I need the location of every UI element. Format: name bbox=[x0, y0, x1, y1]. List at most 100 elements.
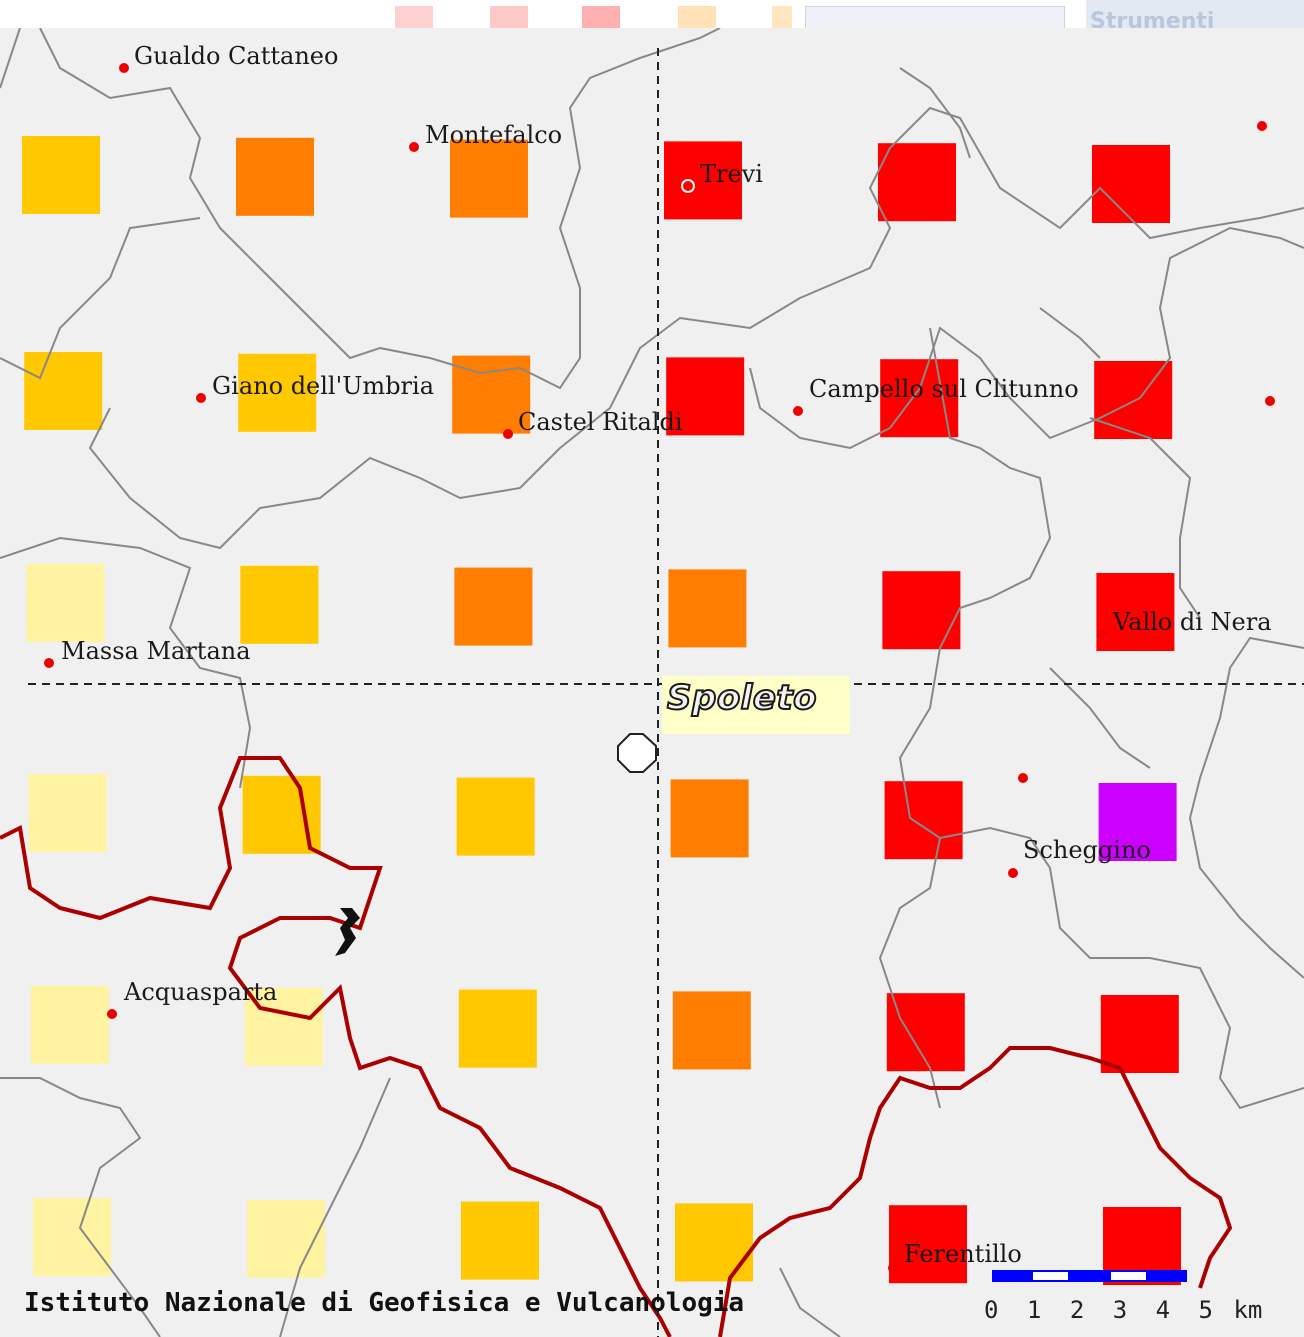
region-border-line bbox=[0, 756, 672, 1337]
boundary-line bbox=[899, 67, 971, 159]
toolbar-thumb bbox=[490, 6, 528, 28]
scale-unit: km bbox=[1233, 1296, 1263, 1324]
town-label-trevi: Trevi bbox=[700, 160, 763, 188]
town-dot bbox=[888, 1263, 898, 1273]
toolbar-thumb bbox=[772, 6, 792, 28]
town-dot bbox=[1257, 121, 1267, 131]
map-layer bbox=[0, 28, 1304, 1337]
town-label-vallo-di-nera: Vallo di Nera bbox=[1113, 608, 1272, 636]
scale-tick: 3 bbox=[1112, 1296, 1128, 1324]
hazard-cell[interactable] bbox=[247, 1199, 325, 1278]
town-dot bbox=[409, 142, 419, 152]
scale-tick: 2 bbox=[1069, 1296, 1085, 1324]
hazard-cell[interactable] bbox=[30, 986, 109, 1064]
municipal-boundaries bbox=[0, 28, 1304, 1337]
town-dot bbox=[1265, 396, 1275, 406]
scale-segment bbox=[992, 1270, 1031, 1282]
town-dot bbox=[503, 429, 513, 439]
town-dot bbox=[196, 393, 206, 403]
boundary-line bbox=[1049, 667, 1151, 769]
boundary-line bbox=[279, 1077, 391, 1337]
city-label-background bbox=[662, 676, 850, 734]
hazard-cell[interactable] bbox=[1096, 573, 1175, 651]
town-dot bbox=[119, 63, 129, 73]
town-label-castel-ritaldi: Castel Ritaldi bbox=[518, 408, 683, 436]
boundary-line bbox=[0, 28, 21, 89]
town-dot bbox=[793, 406, 803, 416]
town-dot bbox=[1097, 629, 1107, 639]
hazard-cell[interactable] bbox=[33, 1198, 111, 1276]
hazard-cell[interactable] bbox=[461, 1201, 539, 1280]
boundary-line bbox=[939, 826, 1304, 1110]
scale-tick: 0 bbox=[984, 1296, 999, 1324]
town-dot bbox=[681, 179, 695, 193]
hazard-cell[interactable] bbox=[886, 993, 965, 1072]
hazard-cell[interactable] bbox=[244, 987, 323, 1066]
hazard-cell[interactable] bbox=[450, 139, 528, 218]
hazard-cell[interactable] bbox=[664, 141, 742, 220]
hazard-cell[interactable] bbox=[889, 1205, 967, 1284]
hazard-cell[interactable] bbox=[22, 136, 100, 214]
scale-segment bbox=[1109, 1270, 1148, 1282]
region-border-line bbox=[718, 1046, 1233, 1337]
hazard-cell[interactable] bbox=[236, 137, 314, 216]
town-label-acquasparta: Acquasparta bbox=[124, 978, 278, 1006]
toolbar-thumb bbox=[678, 6, 716, 28]
hazard-cell[interactable] bbox=[24, 352, 103, 430]
town-label-campello: Campello sul Clitunno bbox=[809, 375, 1079, 403]
toolbar-overview bbox=[805, 6, 1065, 28]
hazard-cell[interactable] bbox=[28, 774, 107, 852]
hazard-cell[interactable] bbox=[882, 571, 961, 650]
hazard-cell[interactable] bbox=[1092, 145, 1170, 223]
hazard-cell[interactable] bbox=[670, 779, 749, 858]
hazard-cell[interactable] bbox=[672, 991, 751, 1070]
boundary-line bbox=[0, 536, 252, 789]
scale-tick: 5 bbox=[1198, 1296, 1213, 1324]
toolbar-thumb bbox=[395, 6, 433, 28]
hazard-cell[interactable] bbox=[878, 143, 956, 222]
seismic-hazard-map[interactable]: Gualdo Cattaneo Montefalco Trevi Giano d… bbox=[0, 28, 1304, 1337]
top-toolbar-strip: Strumenti bbox=[0, 0, 1304, 28]
boundary-line bbox=[749, 226, 1304, 450]
hazard-cell[interactable] bbox=[456, 777, 535, 856]
hazard-cell[interactable] bbox=[675, 1203, 753, 1282]
scale-segment bbox=[1031, 1270, 1070, 1282]
scale-tick: 1 bbox=[1026, 1296, 1042, 1324]
town-dot bbox=[107, 1009, 117, 1019]
boundary-line bbox=[1089, 417, 1201, 619]
boundary-line bbox=[878, 327, 1052, 1109]
tools-tab[interactable]: Strumenti bbox=[1086, 0, 1304, 28]
town-dot bbox=[1008, 868, 1018, 878]
scale-segment bbox=[1148, 1270, 1187, 1282]
town-label-montefalco: Montefalco bbox=[425, 121, 563, 149]
town-label-giano: Giano dell'Umbria bbox=[212, 372, 435, 400]
landmark-icon bbox=[335, 908, 360, 956]
hazard-cell[interactable] bbox=[884, 781, 963, 860]
epicenter-marker[interactable] bbox=[617, 733, 657, 773]
boundary-line bbox=[1039, 307, 1101, 359]
boundary-line bbox=[88, 106, 1304, 550]
scale-segment bbox=[1070, 1270, 1109, 1282]
hazard-cell[interactable] bbox=[238, 353, 317, 432]
hazard-cell[interactable] bbox=[666, 357, 745, 436]
hazard-cell[interactable] bbox=[458, 989, 537, 1068]
hazard-cell[interactable] bbox=[1100, 995, 1179, 1073]
dots bbox=[44, 63, 1275, 1273]
town-label-massa-martana: Massa Martana bbox=[61, 637, 251, 665]
city-label-spoleto: Spoleto bbox=[666, 677, 818, 719]
hazard-cell[interactable] bbox=[1098, 783, 1177, 861]
town-dot bbox=[1018, 773, 1028, 783]
hazard-cell[interactable] bbox=[26, 564, 105, 642]
hazard-cell[interactable] bbox=[454, 567, 533, 646]
hazard-cell[interactable] bbox=[668, 569, 747, 648]
toolbar-thumb bbox=[582, 6, 620, 28]
scale-tick: 4 bbox=[1155, 1296, 1171, 1324]
boundary-line bbox=[779, 1267, 841, 1337]
map-credit: Istituto Nazionale di Geofisica e Vulcan… bbox=[24, 1288, 745, 1318]
hazard-cell[interactable] bbox=[1094, 361, 1173, 439]
boundary-line bbox=[39, 28, 721, 390]
boundary-line bbox=[1188, 636, 1304, 979]
town-label-scheggino: Scheggino bbox=[1023, 836, 1151, 864]
hazard-cell[interactable] bbox=[240, 565, 319, 644]
scale-ticks: 0 1 2 3 4 5 km bbox=[984, 1296, 1262, 1324]
